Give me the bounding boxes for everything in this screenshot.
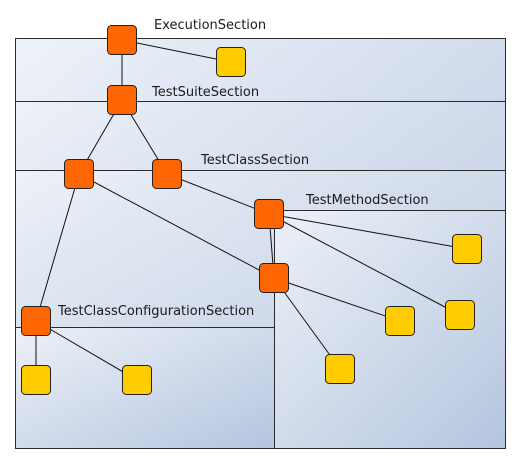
test-class-configuration-leaf-node-1 (21, 365, 51, 395)
section-nodes (21, 25, 289, 336)
test-class-configuration-node (21, 306, 51, 336)
test-method-leaf-node-1 (452, 234, 482, 264)
test-suite-node (107, 85, 137, 115)
leaf-nodes (21, 47, 482, 395)
test-class-node-right (152, 159, 182, 189)
edge-class-left-method-lower (78, 173, 275, 279)
test-method-section-label: TestMethodSection (305, 193, 429, 208)
test-class-section-label: TestClassSection (200, 153, 309, 168)
edge-method-leaf-1 (268, 213, 468, 250)
test-method-node-lower (259, 263, 289, 293)
test-suite-section-label: TestSuiteSection (151, 85, 259, 100)
edge-method-lower-leaf-1 (273, 277, 401, 322)
test-class-configuration-section-label: TestClassConfigurationSection (57, 304, 254, 319)
test-class-node-left (64, 159, 94, 189)
execution-section-label: ExecutionSection (154, 18, 266, 33)
test-method-leaf-node-3 (385, 306, 415, 336)
test-method-leaf-node-4 (325, 354, 355, 384)
edge-method-lower-leaf-2 (273, 277, 341, 370)
edge-config-leaf-2 (35, 320, 138, 381)
test-class-configuration-leaf-node-2 (122, 365, 152, 395)
test-method-leaf-node-2 (445, 300, 475, 330)
edge-method-leaf-2 (268, 213, 461, 316)
test-method-node (254, 199, 284, 229)
execution-leaf-node (216, 47, 246, 77)
execution-node (107, 25, 137, 55)
edge-class-left-config (35, 173, 80, 322)
edge-exec-leaf (121, 39, 232, 63)
edge-class-right-method (166, 173, 270, 215)
